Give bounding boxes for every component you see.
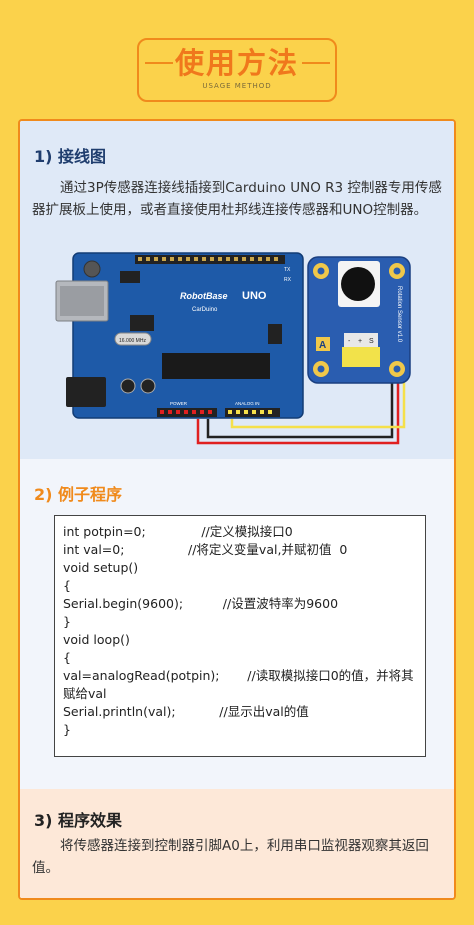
usage-card: 1) 接线图 通过3P传感器连接线插接到Carduino UNO R3 控制器专… [18,119,456,900]
board-brand: RobotBase [180,291,228,301]
code-line: { [63,650,71,665]
code-line: } [63,722,71,737]
title-decor-line-left [145,62,173,64]
code-line: int val=0; //将定义变量val,并赋初值 0 [63,542,348,557]
section-effect: 3) 程序效果 将传感器连接到控制器引脚A0上，利用串口监视器观察其返回值。 [20,789,454,898]
code-box: int potpin=0; //定义模拟接口0 int val=0; //将定义… [54,515,426,757]
wiring-diagram: RobotBase CarDuino UNO 16.000 MHz TX RX … [55,252,411,445]
code-line: Serial.println(val); //显示出val的值 [63,704,309,719]
tx-label: TX [284,267,291,273]
section-wiring-title: 1) 接线图 [34,147,107,166]
rotation-sensor-module [307,256,411,384]
section-code-title: 2) 例子程序 [34,485,123,504]
page-subtitle: USAGE METHOD [202,82,272,90]
analog-group-label: ANALOG IN [235,401,260,406]
wires [196,369,406,445]
section-wiring-text: 通过3P传感器连接线插接到Carduino UNO R3 控制器专用传感器扩展板… [32,180,442,218]
section-wiring: 1) 接线图 通过3P传感器连接线插接到Carduino UNO R3 控制器专… [20,121,454,459]
sensor-pin-signal: S [369,338,374,345]
code-line: void loop() [63,632,130,647]
sensor-pin-vcc: + [358,338,362,345]
arduino-board [55,252,304,419]
section-effect-title: 3) 程序效果 [34,811,123,830]
power-group-label: POWER [170,401,188,406]
sensor-letter: A [319,340,326,351]
section-effect-text: 将传感器连接到控制器引脚A0上，利用串口监视器观察其返回值。 [32,838,429,876]
code-line: { [63,578,71,593]
title-banner [137,38,337,102]
section-example-code: 2) 例子程序 int potpin=0; //定义模拟接口0 int val=… [20,459,454,789]
board-model: CarDuino [192,307,218,313]
code-line: void setup() [63,560,139,575]
code-line: int potpin=0; //定义模拟接口0 [63,524,293,539]
sensor-label: Rotation Sensor v1.0 [396,286,402,343]
rx-label: RX [284,277,292,283]
crystal-label: 16.000 MHz [119,338,146,344]
code-line: Serial.begin(9600); //设置波特率为9600 [63,596,339,611]
board-uno-label: UNO [242,290,267,302]
title-decor-line-right [302,62,330,64]
sensor-pin-gnd: - [348,338,351,345]
code-line: val=analogRead(potpin); //读取模拟接口0的值，并将其赋… [63,668,414,701]
page-title: 使用方法 [174,46,299,80]
code-line: } [63,614,71,629]
